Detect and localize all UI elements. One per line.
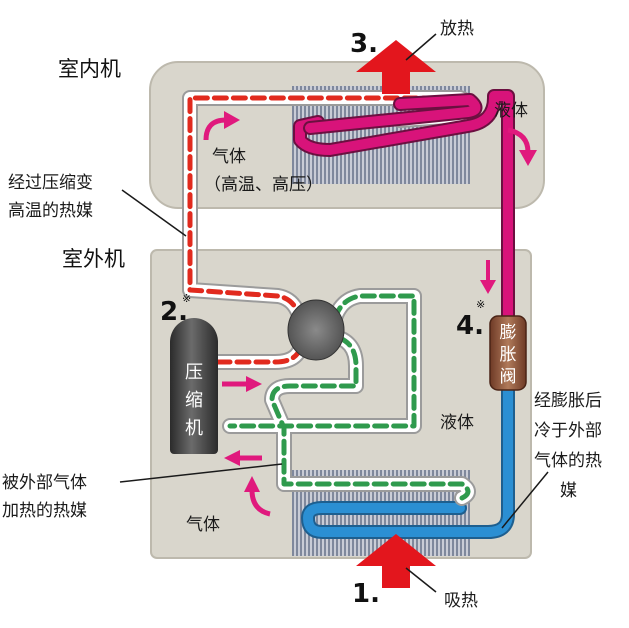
expanded-note-1: 经膨胀后 bbox=[534, 391, 602, 411]
step-2-number: 2. bbox=[160, 297, 188, 327]
expansion-valve: 膨 胀 阀 bbox=[489, 315, 527, 391]
flow-arrow-indoor-liquid-head bbox=[519, 150, 537, 166]
step-1-number: 1. bbox=[352, 579, 380, 609]
indoor-unit-title: 室内机 bbox=[58, 57, 121, 81]
step-4-star: ※ bbox=[476, 298, 485, 311]
expanded-note-2: 冷于外部 bbox=[534, 421, 602, 441]
flow-arrows bbox=[203, 111, 537, 517]
flow-arrow-indoor-liquid bbox=[507, 127, 531, 153]
flow-arrow-to-compressor-head bbox=[224, 450, 240, 466]
flow-arrow-outdoor-gas bbox=[249, 489, 271, 517]
step-2-star: ※ bbox=[182, 292, 191, 305]
flow-arrow-indoor-gas bbox=[203, 117, 227, 141]
indoor-gas-sublabel: （高温、高压） bbox=[204, 175, 323, 195]
valve-label-1: 膨 bbox=[500, 323, 517, 343]
indoor-liquid-label: 液体 bbox=[494, 101, 528, 121]
heated-note-1: 被外部气体 bbox=[2, 473, 87, 493]
outdoor-gas-label: 气体 bbox=[186, 515, 220, 535]
heat-absorb-arrow bbox=[356, 534, 436, 588]
compressed-note-1: 经过压缩变 bbox=[8, 173, 93, 193]
compressed-note-2: 高温的热媒 bbox=[8, 201, 93, 221]
compressor-label-2: 缩 bbox=[185, 390, 203, 411]
outdoor-liquid-label: 液体 bbox=[440, 413, 474, 433]
leader-heated bbox=[119, 463, 283, 483]
flow-arrow-outdoor-gas-head bbox=[244, 476, 260, 492]
release-label: 放热 bbox=[440, 19, 474, 39]
leader-expanded bbox=[501, 471, 549, 529]
absorb-label: 吸热 bbox=[444, 591, 478, 611]
leader-compressed bbox=[121, 189, 187, 237]
step-4-number: 4. bbox=[456, 311, 484, 341]
low-pressure-gas-pipe bbox=[222, 288, 476, 506]
expanded-note-4: 媒 bbox=[560, 481, 577, 501]
indoor-gas-label: 气体 bbox=[212, 147, 246, 167]
compressor-label-1: 压 bbox=[185, 362, 203, 383]
flow-arrow-indoor-gas-head bbox=[224, 111, 240, 129]
leader-absorb bbox=[405, 567, 437, 593]
leader-release bbox=[405, 33, 437, 61]
compressor: 压 缩 机 bbox=[170, 318, 218, 454]
four-way-valve bbox=[287, 299, 345, 361]
valve-label-3: 阀 bbox=[500, 367, 517, 387]
heat-release-arrow bbox=[356, 40, 436, 94]
leader-lines bbox=[119, 33, 549, 593]
expanded-note-3: 气体的热 bbox=[534, 451, 602, 471]
liquid-pipe-hot bbox=[293, 89, 515, 337]
step-3-number: 3. bbox=[350, 29, 378, 59]
compressor-label-3: 机 bbox=[185, 418, 203, 439]
heated-note-2: 加热的热媒 bbox=[2, 501, 87, 521]
valve-label-2: 胀 bbox=[500, 345, 517, 365]
flow-arrow-down-valve-head bbox=[480, 280, 496, 294]
outdoor-unit-title: 室外机 bbox=[62, 247, 125, 271]
flow-arrow-to-valve-head bbox=[246, 376, 262, 392]
